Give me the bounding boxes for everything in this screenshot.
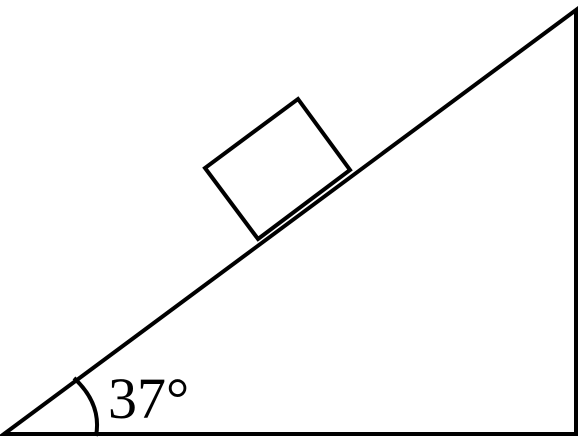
angle-arc: [72, 376, 99, 437]
angle-label: 37°: [108, 366, 189, 431]
inclined-plane-triangle: [0, 6, 578, 436]
block-on-incline: [202, 96, 353, 242]
